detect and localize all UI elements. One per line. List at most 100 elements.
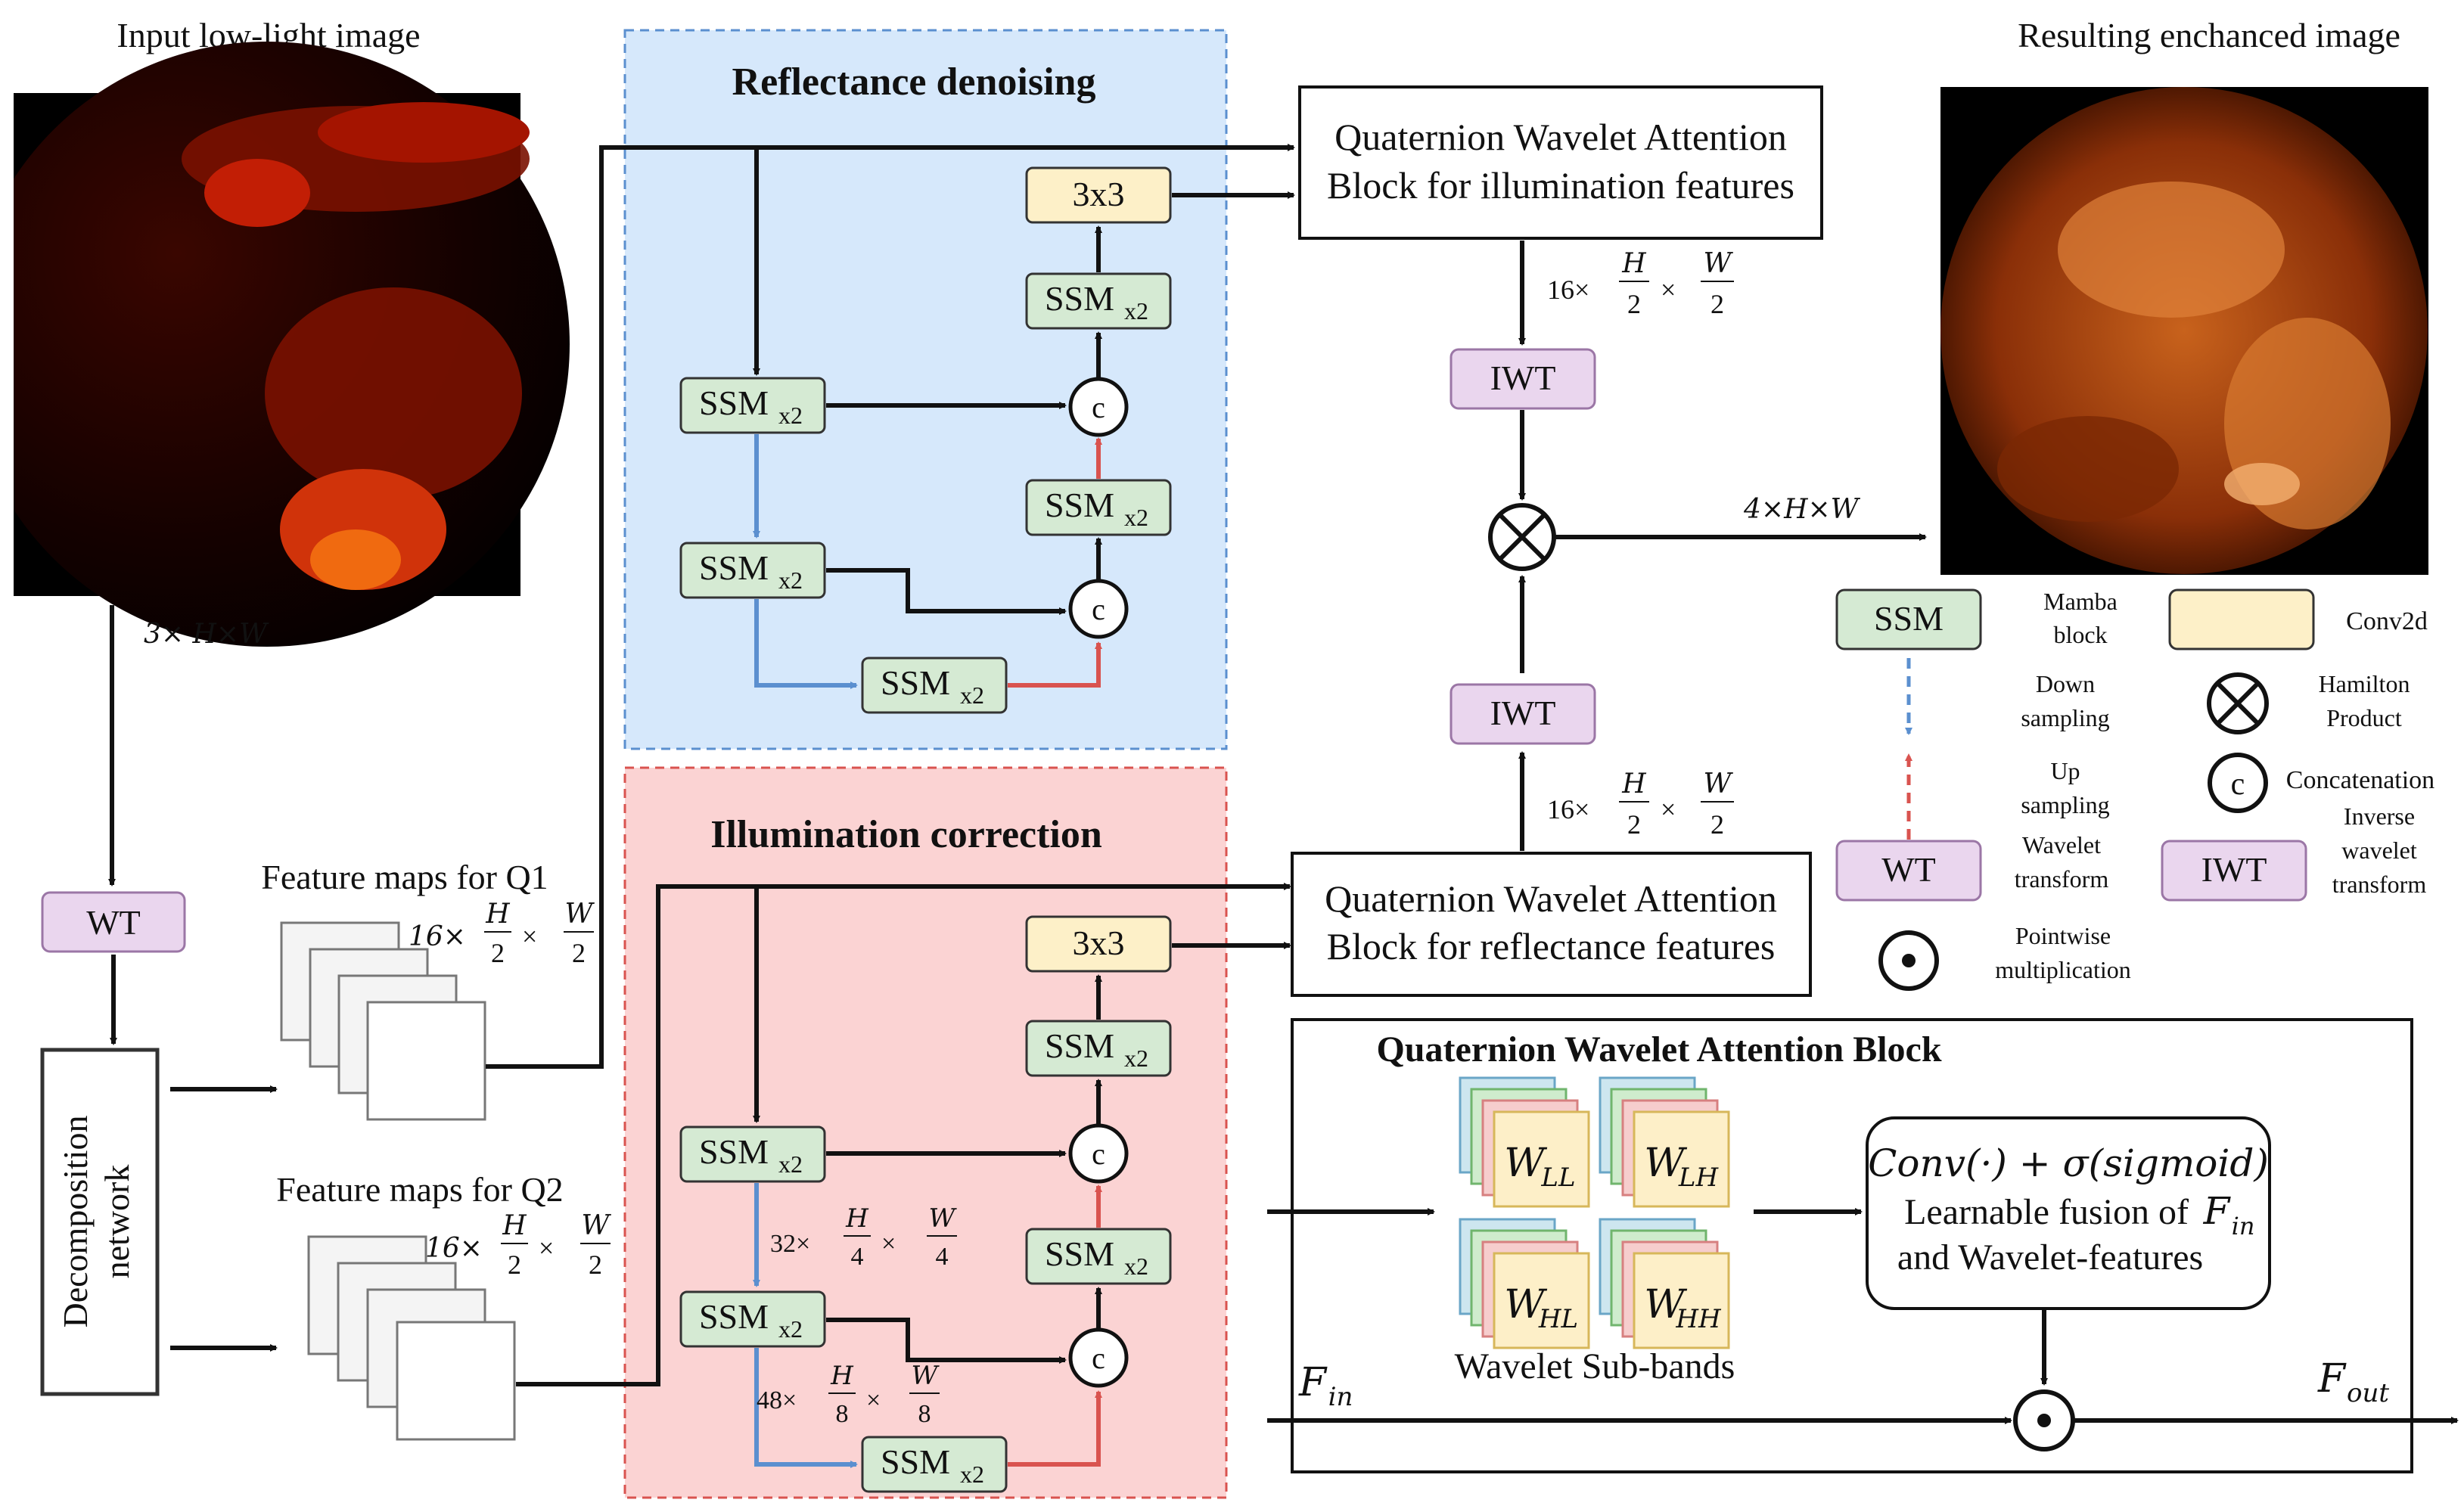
svg-text:x2: x2 [1124,1253,1148,1280]
svg-text:Concatenation: Concatenation [2286,766,2434,794]
svg-text:SSM: SSM [1045,1234,1114,1273]
svg-text:2: 2 [1711,809,1724,840]
wt-box [41,891,186,953]
output-image [1940,87,2428,575]
svg-text:wavelet: wavelet [2341,837,2417,864]
svg-text:Pointwise: Pointwise [2015,922,2111,949]
svg-text:x2: x2 [1124,504,1148,531]
fout-label: F [2317,1356,2347,1402]
fusion-line2: Learnable fusion of [1904,1192,2189,1232]
fout-sub: out [2347,1378,2389,1408]
svg-text:SSM: SSM [881,663,950,702]
subband-hh: W HH [1599,1218,1730,1349]
refl-arrows [753,191,1295,689]
svg-text:16×: 16× [1547,275,1589,305]
illum-concat-1: c [1068,1123,1129,1184]
svg-text:sampling: sampling [2021,704,2109,731]
svg-text:SSM: SSM [1045,1026,1114,1065]
svg-text:c: c [1092,1341,1105,1375]
svg-text:LL: LL [1540,1163,1575,1193]
dim-top: 16× H 2 × W 2 [1547,248,1734,319]
svg-text:c: c [1092,1137,1105,1171]
reflectance-title: Reflectance denoising [732,61,1096,104]
svg-text:c: c [1092,390,1105,424]
svg-text:W: W [1504,1282,1547,1327]
svg-text:Wavelet: Wavelet [2022,831,2101,858]
svg-text:2: 2 [1627,289,1641,319]
svg-text:W: W [1703,768,1733,799]
subband-hl: W HL [1459,1218,1590,1349]
svg-text:c: c [2231,767,2245,802]
qwab-reflectance-line1: Quaternion Wavelet Attention [1325,877,1777,920]
wavelet-subbands: W LL W LH W HL W HH [1459,1076,1730,1349]
wt-label: WT [86,903,141,942]
illum-ssm-5: SSM x2 [1025,1020,1172,1077]
svg-text:16×: 16× [409,921,466,952]
svg-text:2: 2 [1627,809,1641,840]
decomposition-box [40,1048,160,1396]
svg-text:×: × [1661,794,1676,824]
svg-text:Conv2d: Conv2d [2346,607,2428,635]
svg-text:SSM: SSM [699,1297,769,1336]
svg-text:32×: 32× [770,1230,810,1258]
svg-text:Down: Down [2036,670,2095,697]
illum-ssm-4: SSM x2 [1025,1228,1172,1285]
fusion-fin: F [2203,1189,2232,1233]
svg-text:SSM: SSM [699,383,769,422]
dim-bottom: 16× H 2 × W 2 [1547,768,1734,840]
illumination-title: Illumination correction [710,813,1102,856]
svg-text:16×: 16× [425,1233,483,1264]
svg-text:H: H [830,1361,854,1391]
svg-text:x2: x2 [778,567,803,594]
svg-text:Hamilton: Hamilton [2319,670,2410,697]
refl-ssm-1: SSM x2 [679,377,826,434]
refl-concat-1: c [1068,377,1129,437]
svg-text:SSM: SSM [699,1132,769,1171]
svg-text:x2: x2 [778,1315,803,1343]
illum-conv-3x3: 3x3 [1025,915,1172,973]
input-image [0,0,570,1512]
illum-dim-2: 48× H 8 × W 8 [757,1361,940,1428]
decomposition-label-2: network [98,1165,136,1279]
svg-text:SSM: SSM [1045,279,1114,318]
svg-text:2: 2 [508,1250,521,1280]
svg-text:×: × [1661,275,1676,305]
pointwise-multiplication-icon [2013,1389,2075,1451]
svg-text:8: 8 [836,1400,849,1428]
output-title: Resulting enchanced image [2018,16,2400,54]
svg-text:Up: Up [2050,757,2080,784]
svg-text:Inverse: Inverse [2344,803,2415,830]
refl-ssm-4: SSM x2 [1025,479,1172,536]
fusion-line1: Conv(·) + σ(sigmoid) [1868,1141,2269,1185]
q2-path [516,883,1291,1386]
feature-q2-dim: 16× H 2 × W 2 [425,1210,611,1280]
svg-text:transform: transform [2332,871,2427,898]
legend-hamilton-icon [2207,672,2269,734]
svg-text:block: block [2053,621,2107,648]
svg-text:IWT: IWT [2201,850,2267,889]
fin-sub: in [1328,1382,1353,1412]
fusion-box [1866,1116,2271,1310]
qwab-detail-title: Quaternion Wavelet Attention Block [1376,1029,1941,1070]
refl-concat-2: c [1068,579,1129,639]
svg-text:×: × [539,1233,554,1263]
legend: SSM Mamba block Conv2d Down sampling Ham… [1835,588,2434,991]
refl-ssm-5: SSM x2 [1025,272,1172,330]
svg-text:H: H [845,1203,869,1234]
svg-text:Product: Product [2326,704,2402,731]
qwab-illumination-line2: Block for illumination features [1327,164,1794,206]
svg-text:c: c [1092,592,1105,626]
fin-label: F [1298,1360,1328,1405]
svg-text:LH: LH [1678,1163,1720,1193]
svg-text:x2: x2 [1124,297,1148,324]
illum-ssm-3: SSM x2 [861,1436,1008,1493]
svg-text:W: W [581,1210,611,1241]
svg-text:W: W [564,899,595,930]
svg-text:x2: x2 [960,1461,984,1488]
svg-text:HL: HL [1538,1304,1578,1334]
svg-text:2: 2 [491,938,505,968]
svg-text:W: W [1504,1141,1547,1186]
illum-dim-1: 32× H 4 × W 4 [770,1203,958,1271]
feature-maps-q2 [307,1235,516,1441]
